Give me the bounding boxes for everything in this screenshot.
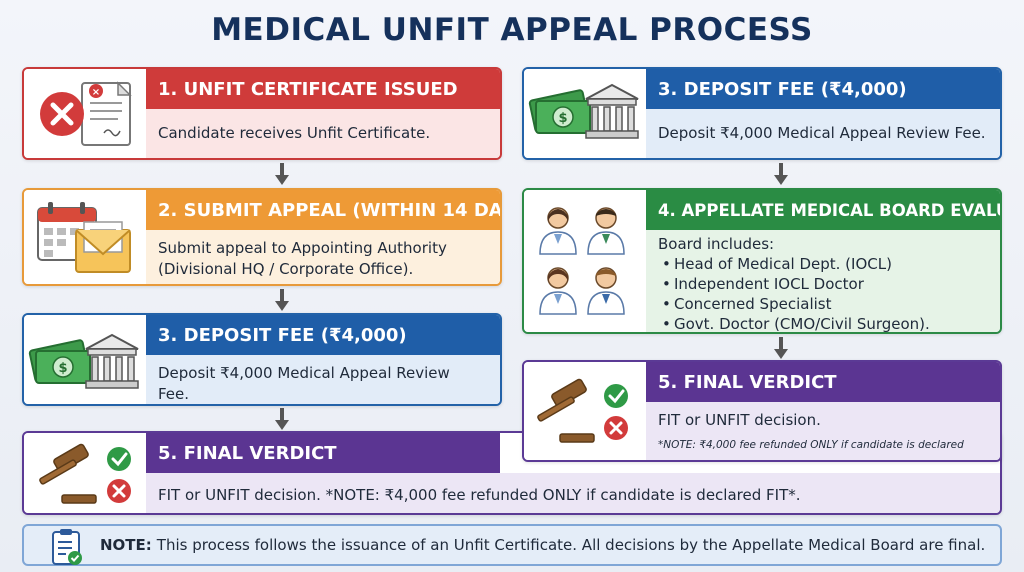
svg-text:×: × bbox=[92, 87, 100, 98]
arrow-down-icon bbox=[275, 289, 289, 311]
step-2-heading: 2. SUBMIT APPEAL (WITHIN 14 DAYS) bbox=[146, 190, 500, 230]
step-5-body: FIT or UNFIT decision. *NOTE: ₹4,000 fee… bbox=[146, 473, 1000, 513]
arrow-down-icon bbox=[275, 163, 289, 185]
step-2-line-2: (Divisional HQ / Corporate Office). bbox=[158, 260, 414, 278]
right-step-5-heading: 5. FINAL VERDICT bbox=[646, 362, 1000, 402]
page-title: MEDICAL UNFIT APPEAL PROCESS bbox=[211, 12, 813, 48]
board-intro: Board includes: bbox=[658, 235, 775, 253]
board-member-item: Concerned Specialist bbox=[658, 294, 988, 314]
money-bank-icon: $ bbox=[524, 69, 646, 158]
step-1-body: Candidate receives Unfit Certificate. bbox=[146, 109, 500, 158]
step-3-card: $ 3. DEPOSIT FEE (₹4,000) Deposit ₹4,000… bbox=[22, 313, 502, 406]
step-5-heading: 5. FINAL VERDICT bbox=[146, 433, 500, 473]
right-step-5-text: FIT or UNFIT decision. bbox=[658, 411, 821, 429]
step-1-text: Candidate receives Unfit Certificate. bbox=[158, 124, 431, 142]
arrow-down-icon bbox=[275, 408, 289, 430]
money-bank-icon: $ bbox=[24, 315, 146, 404]
board-member-item: Head of Medical Dept. (IOCL) bbox=[658, 254, 988, 274]
step-5-card-wide: 5. FINAL VERDICT FIT or UNFIT decision. … bbox=[22, 431, 1002, 515]
certificate-rejected-icon: × bbox=[24, 69, 146, 158]
gavel-verdict-icon bbox=[524, 362, 646, 460]
arrow-down-icon bbox=[774, 337, 788, 359]
step-3-line-1: Deposit ₹4,000 Medical Appeal Review bbox=[158, 364, 450, 382]
step-2-body: Submit appeal to Appointing Authority (D… bbox=[146, 230, 500, 284]
step-5-text: FIT or UNFIT decision. *NOTE: ₹4,000 fee… bbox=[158, 486, 801, 504]
step-1-card: × 1. UNFIT CERTIFICATE ISSUED Candidate … bbox=[22, 67, 502, 160]
board-members-list: Head of Medical Dept. (IOCL) Independent… bbox=[658, 254, 988, 332]
calendar-envelope-icon bbox=[24, 190, 146, 284]
svg-text:$: $ bbox=[58, 361, 67, 376]
right-step-3-body: Deposit ₹4,000 Medical Appeal Review Fee… bbox=[646, 109, 1000, 158]
right-step-3-text: Deposit ₹4,000 Medical Appeal Review Fee… bbox=[658, 124, 986, 142]
step-3-heading: 3. DEPOSIT FEE (₹4,000) bbox=[146, 315, 500, 355]
right-step-5-card: 5. FINAL VERDICT FIT or UNFIT decision. … bbox=[522, 360, 1002, 462]
footer-note: NOTE: This process follows the issuance … bbox=[22, 524, 1002, 566]
step-3-body: Deposit ₹4,000 Medical Appeal Review Fee… bbox=[146, 355, 500, 404]
right-step-4-card: 4. APPELLATE MEDICAL BOARD EVALUATION Bo… bbox=[522, 188, 1002, 334]
right-step-4-heading: 4. APPELLATE MEDICAL BOARD EVALUATION bbox=[646, 190, 1000, 230]
svg-text:$: $ bbox=[558, 111, 567, 126]
right-step-3-heading: 3. DEPOSIT FEE (₹4,000) bbox=[646, 69, 1000, 109]
step-3-line-2: Fee. bbox=[158, 385, 190, 403]
footer-note-text: This process follows the issuance of an … bbox=[156, 536, 986, 554]
arrow-down-icon bbox=[774, 163, 788, 185]
gavel-verdict-icon bbox=[24, 433, 146, 513]
right-step-3-card: $ 3. DEPOSIT FEE (₹4,000) Deposit ₹4,000… bbox=[522, 67, 1002, 160]
right-step-5-body: FIT or UNFIT decision. *NOTE: ₹4,000 fee… bbox=[646, 402, 1000, 460]
doctors-panel-icon bbox=[524, 190, 646, 332]
footer-note-label: NOTE: bbox=[100, 536, 152, 554]
step-1-heading: 1. UNFIT CERTIFICATE ISSUED bbox=[146, 69, 500, 109]
refund-note: *NOTE: ₹4,000 fee refunded ONLY if candi… bbox=[658, 439, 964, 451]
step-2-line-1: Submit appeal to Appointing Authority bbox=[158, 239, 447, 257]
right-step-4-body: Board includes: Head of Medical Dept. (I… bbox=[646, 230, 1000, 332]
step-2-card: 2. SUBMIT APPEAL (WITHIN 14 DAYS) Submit… bbox=[22, 188, 502, 286]
board-member-item: Govt. Doctor (CMO/Civil Surgeon). bbox=[658, 314, 988, 332]
clipboard-check-icon bbox=[50, 528, 84, 570]
board-member-item: Independent IOCL Doctor bbox=[658, 274, 988, 294]
